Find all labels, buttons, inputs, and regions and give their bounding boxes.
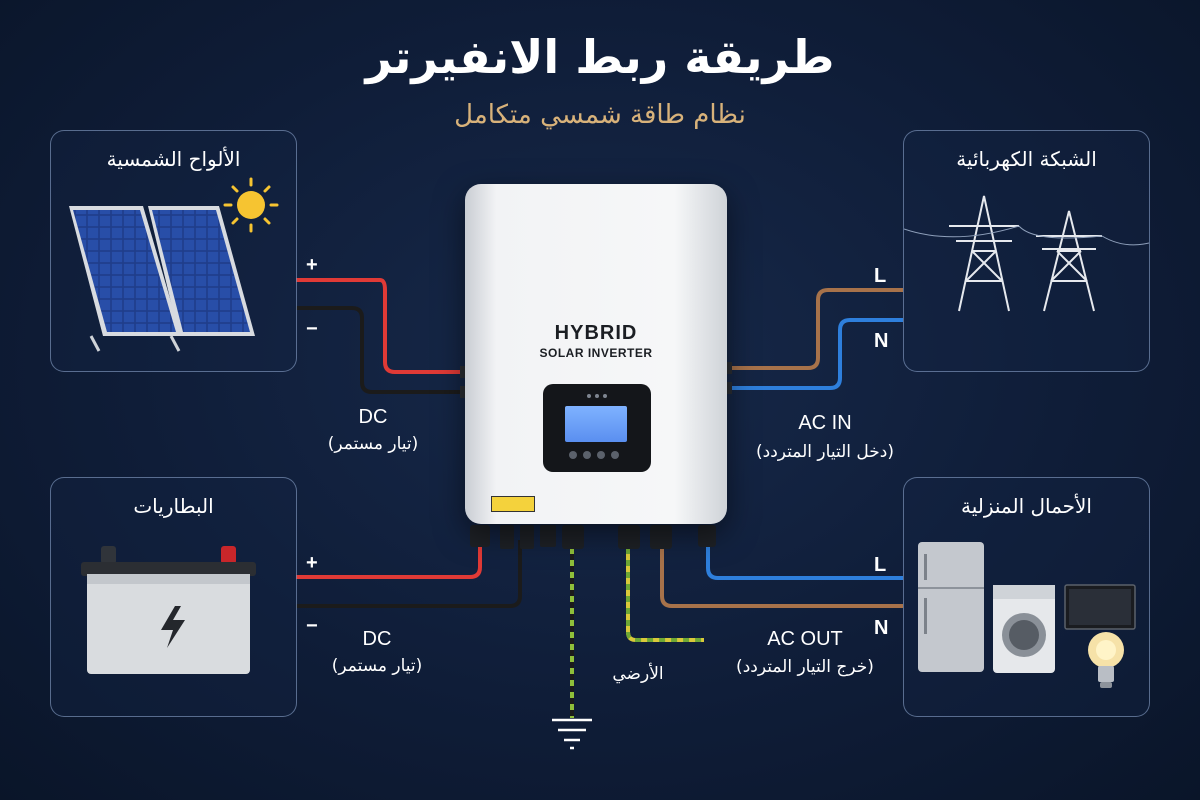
solar-panels-title: الألواح الشمسية	[106, 147, 241, 171]
loads-box: الأحمال المنزلية	[903, 477, 1150, 717]
battery-positive-sign: +	[306, 552, 318, 574]
grid-line-label: L	[874, 265, 887, 287]
inverter-screen	[565, 406, 627, 442]
dc-bottom-label: DC	[362, 628, 392, 650]
inverter-led	[587, 394, 591, 398]
grid-neutral-label: N	[874, 330, 889, 352]
inverter-model: SOLAR INVERTER	[539, 346, 653, 360]
solar-connector-negative	[460, 386, 468, 398]
tv-icon	[1064, 584, 1136, 630]
solar-panel-icon	[69, 206, 255, 352]
page-title: طريقة ربط الانفيرتر	[365, 30, 835, 84]
grid-connector-line	[724, 362, 732, 374]
dc-bottom-label-ar: (تيار مستمر)	[331, 656, 423, 676]
warning-label-icon	[491, 496, 535, 512]
fridge-icon	[918, 542, 984, 672]
solar-negative-sign: −	[306, 318, 318, 340]
solar-panels-box: الألواح الشمسية	[50, 130, 297, 372]
loads-line-label: L	[874, 554, 887, 576]
inverter-button	[611, 451, 619, 459]
inverter-led	[595, 394, 599, 398]
inverter-display	[543, 384, 651, 472]
grid-line-wire	[727, 288, 903, 370]
ac-in-label-ar: (دخل التيار المتردد)	[756, 442, 894, 462]
solar-connector-positive	[460, 366, 468, 378]
battery-positive-wire	[296, 540, 482, 579]
dc-top-label-ar: (تيار مستمر)	[327, 434, 419, 454]
solar-positive-wire	[296, 278, 466, 374]
battery-icon	[81, 546, 256, 674]
grid-box: الشبكة الكهربائية	[903, 130, 1150, 372]
light-bulb-icon	[1088, 632, 1124, 688]
solar-negative-wire	[296, 306, 466, 394]
inverter-led	[603, 394, 607, 398]
ac-out-label: AC OUT	[767, 628, 843, 650]
battery-box: البطاريات	[50, 477, 297, 717]
sun-icon	[223, 177, 279, 233]
battery-negative-sign: −	[306, 615, 318, 637]
grid-neutral-wire	[727, 318, 903, 390]
loads-line-wire	[660, 545, 903, 608]
transmission-tower-icon	[904, 195, 1149, 312]
ground-wire-branch	[626, 545, 704, 642]
grid-title: الشبكة الكهربائية	[956, 147, 1097, 171]
ground-wire-branch-stripe	[626, 548, 704, 642]
loads-title: الأحمال المنزلية	[960, 494, 1092, 518]
inverter-button	[597, 451, 605, 459]
ground-symbol-icon	[552, 718, 592, 750]
loads-neutral-label: N	[874, 617, 889, 639]
page-subtitle: نظام طاقة شمسي متكامل	[454, 100, 746, 130]
hybrid-inverter: HYBRID SOLAR INVERTER	[465, 184, 727, 524]
inverter-button	[583, 451, 591, 459]
grid-connector-neutral	[724, 382, 732, 394]
inverter-brand: HYBRID	[554, 322, 638, 344]
solar-positive-sign: +	[306, 254, 318, 276]
inverter-connectors-icon	[470, 525, 716, 549]
ac-in-label: AC IN	[798, 412, 852, 434]
washing-machine-icon	[993, 585, 1055, 673]
dc-top-label: DC	[358, 406, 388, 428]
ground-label: الأرضي	[612, 664, 664, 684]
inverter-button	[569, 451, 577, 459]
loads-neutral-wire	[706, 545, 903, 580]
ac-out-label-ar: (خرج التيار المتردد)	[736, 657, 874, 677]
battery-title: البطاريات	[133, 494, 214, 518]
battery-negative-wire	[296, 540, 522, 608]
